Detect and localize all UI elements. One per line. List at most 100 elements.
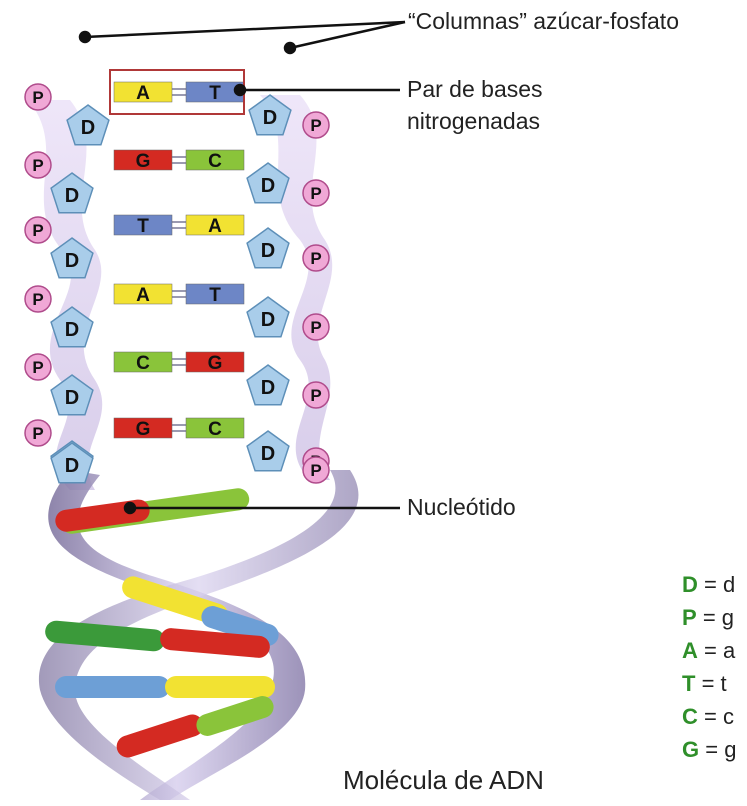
phosphate-group: P	[24, 353, 52, 381]
phosphate-label: P	[310, 386, 321, 405]
sugar-deoxyribose: D	[246, 162, 290, 204]
legend-row: D = d	[682, 572, 735, 598]
legend-row: C = c	[682, 704, 734, 730]
phosphate-group: P	[302, 313, 330, 341]
base-right: G	[185, 351, 245, 374]
legend-row: A = a	[682, 638, 735, 664]
rung-5b	[196, 696, 274, 736]
sugar-deoxyribose: D	[50, 172, 94, 214]
sugar-deoxyribose: D	[246, 430, 290, 472]
legend-key: T	[682, 671, 696, 696]
rung-3a	[45, 620, 165, 652]
rung-2a	[122, 576, 228, 626]
base-left: A	[113, 283, 173, 306]
base-right: C	[185, 417, 245, 440]
base-left: G	[113, 149, 173, 172]
phosphate-group: P	[24, 419, 52, 447]
legend-text: = a	[704, 638, 736, 663]
phosphate-label: P	[310, 249, 321, 268]
sugar-deoxyribose: D	[246, 364, 290, 406]
base-pair-label-line2: nitrogenadas	[407, 108, 540, 134]
phosphate-label: P	[310, 116, 321, 135]
legend-key: A	[682, 638, 698, 663]
phosphate-label: P	[32, 290, 43, 309]
base-left: G	[113, 417, 173, 440]
phosphate-group: P	[302, 179, 330, 207]
legend-row: G = g	[682, 737, 736, 763]
phosphate-label: P	[32, 88, 43, 107]
phosphate-group: P	[24, 83, 52, 111]
sugar-label: D	[261, 443, 275, 465]
base-left-letter: T	[137, 216, 149, 237]
legend-text: = t	[701, 671, 727, 696]
base-left: A	[113, 81, 173, 104]
legend-text: = c	[704, 704, 734, 729]
base-pair-label-line1: Par de bases	[407, 76, 543, 102]
phosphate-label: P	[32, 424, 43, 443]
phosphate-label: P	[310, 318, 321, 337]
sugar-deoxyribose: D	[248, 94, 292, 136]
base-left-letter: C	[136, 353, 150, 374]
legend-key: C	[682, 704, 698, 729]
sugar-label: D	[81, 117, 95, 139]
base-right: T	[185, 81, 245, 104]
base-left: C	[113, 351, 173, 374]
base-right-letter: G	[208, 353, 223, 374]
sugar-deoxyribose: D	[246, 227, 290, 269]
legend-row: T = t	[682, 671, 727, 697]
base-right-letter: T	[209, 83, 221, 104]
base-right: C	[185, 149, 245, 172]
phosphate-label: P	[310, 461, 321, 480]
sugar-label: D	[261, 175, 275, 197]
sugar-label: D	[65, 387, 79, 409]
sugar-deoxyribose: D	[50, 442, 94, 484]
leader-lines	[78, 20, 406, 515]
legend-key: D	[682, 572, 698, 597]
phosphate-group: P	[302, 381, 330, 409]
legend-text: = g	[705, 737, 737, 762]
sugar-label: D	[65, 319, 79, 341]
base-right-letter: A	[208, 216, 222, 237]
base-left-letter: G	[136, 419, 151, 440]
base-right-letter: C	[208, 419, 222, 440]
sugar-deoxyribose: D	[50, 237, 94, 279]
base-right: T	[185, 283, 245, 306]
right-backbone-strip	[260, 95, 333, 480]
rung-5a	[116, 714, 204, 758]
sugar-label: D	[263, 107, 277, 129]
phosphate-group: P	[24, 151, 52, 179]
diagram-caption: Molécula de ADN	[343, 765, 544, 795]
sugar-label: D	[261, 240, 275, 262]
phosphate-group: P	[302, 244, 330, 272]
legend-text: = d	[704, 572, 736, 597]
nucleotide-label: Nucleótido	[407, 494, 516, 520]
phosphate-label: P	[32, 221, 43, 240]
sugar-label: D	[261, 377, 275, 399]
base-left: T	[113, 214, 173, 237]
base-left-letter: G	[136, 151, 151, 172]
base-left-letter: A	[136, 83, 150, 104]
phosphate-label: P	[310, 184, 321, 203]
phosphate-label: P	[32, 358, 43, 377]
sugar-deoxyribose: D	[50, 374, 94, 416]
phosphate-group: P	[24, 285, 52, 313]
phosphate-group: P	[24, 216, 52, 244]
sugar-label: D	[65, 185, 79, 207]
lower-rungs	[45, 488, 279, 758]
sugar-label: D	[65, 455, 79, 477]
sugar-deoxyribose: D	[50, 306, 94, 348]
legend-key: G	[682, 737, 700, 762]
sugar-deoxyribose: D	[246, 296, 290, 338]
rung-4a	[55, 676, 170, 698]
base-right: A	[185, 214, 245, 237]
sugar-deoxyribose: D	[66, 104, 110, 146]
rung-3b	[160, 628, 270, 658]
base-left-letter: A	[136, 285, 150, 306]
base-right-letter: T	[209, 285, 221, 306]
